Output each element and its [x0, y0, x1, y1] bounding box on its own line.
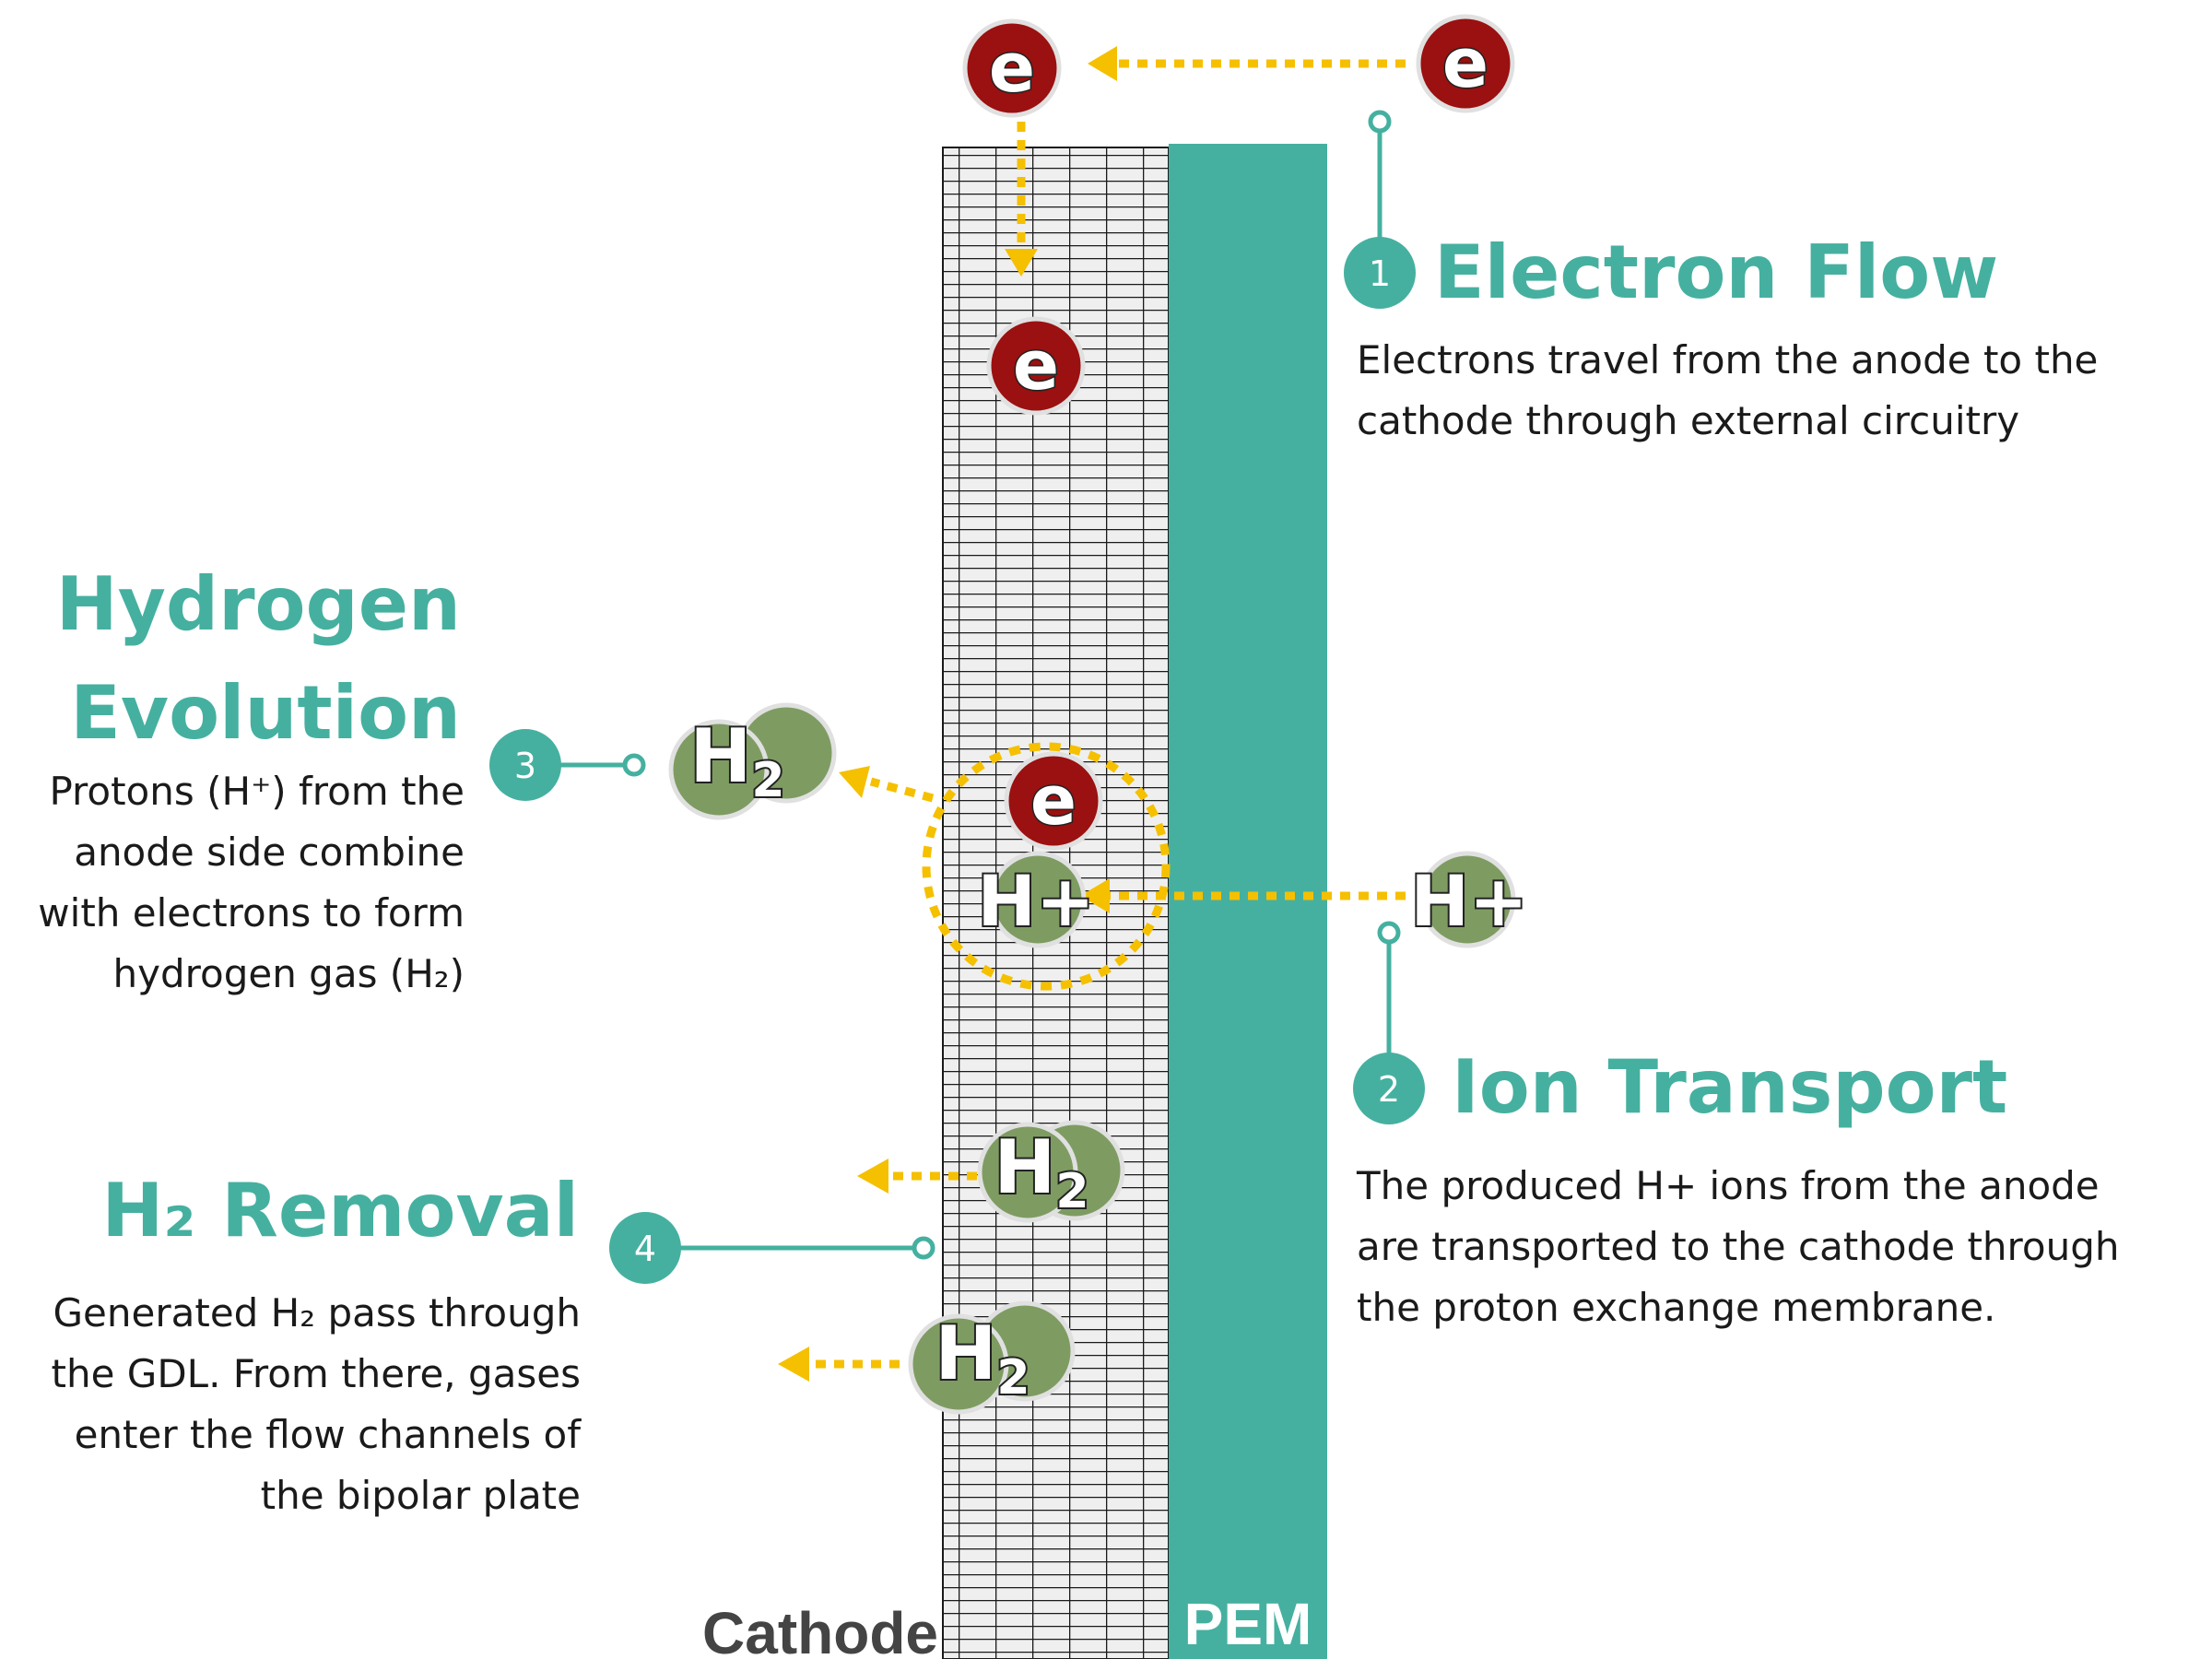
electron-flow-arrow-down	[1005, 122, 1038, 276]
hydrogen-release-arrow	[839, 766, 935, 803]
proton-transport-arrow	[1080, 878, 1406, 913]
svg-text:H2: H2	[689, 713, 784, 808]
electron-circuit: e	[962, 18, 1062, 118]
pem-label: PEM	[1184, 1591, 1312, 1657]
step-badge-4: 4	[609, 1212, 681, 1284]
ion-transport-title: Ion Transport	[1452, 1044, 2008, 1130]
step-badge-2: 2	[1353, 1053, 1425, 1124]
svg-text:H+: H+	[977, 860, 1094, 942]
electron-reaction-site: e	[1004, 751, 1103, 851]
callout-3-connector	[560, 753, 646, 777]
svg-text:e: e	[1442, 24, 1488, 103]
hydrogen-evolution-description: Protons (H⁺) from the anode side combine…	[38, 769, 465, 996]
hydrogen-molecule-formed: H2	[668, 702, 837, 820]
svg-text:3: 3	[514, 746, 536, 786]
h2-removal-arrow-upper	[857, 1159, 977, 1194]
callout-1-connector	[1368, 110, 1392, 249]
hydrogen-evolution-title-line2: Evolution	[70, 670, 461, 756]
electron-anode-side: e	[1416, 14, 1515, 113]
h2-removal-description: Generated H₂ pass through the GDL. From …	[51, 1290, 582, 1518]
svg-text:H2: H2	[935, 1311, 1030, 1406]
cathode-label: Cathode	[702, 1600, 938, 1659]
svg-text:1: 1	[1369, 253, 1391, 294]
step-badge-3: 3	[489, 729, 561, 801]
svg-text:e: e	[989, 29, 1035, 108]
hydrogen-molecule-upper: H2	[977, 1120, 1125, 1223]
h2-removal-arrow-lower	[778, 1347, 900, 1382]
electron-flow-arrow-top	[1088, 46, 1406, 81]
svg-text:e: e	[1030, 761, 1077, 841]
svg-text:H2: H2	[994, 1124, 1088, 1219]
electron-flow-description: Electrons travel from the anode to the c…	[1357, 337, 2099, 443]
pem-membrane	[1169, 144, 1327, 1659]
callout-2-connector	[1377, 921, 1401, 1060]
hydrogen-molecule-lower: H2	[908, 1300, 1076, 1415]
svg-text:2: 2	[1378, 1069, 1400, 1110]
proton-reaction-site: H+	[975, 851, 1097, 948]
svg-text:4: 4	[634, 1229, 656, 1269]
svg-text:e: e	[1013, 326, 1059, 406]
ion-transport-description: The produced H+ ions from the anode are …	[1357, 1163, 2120, 1330]
callout-4-connector	[680, 1236, 935, 1260]
step-badge-1: 1	[1344, 237, 1416, 309]
h2-removal-title: H₂ Removal	[101, 1168, 579, 1253]
reaction-zone-outline	[922, 742, 1171, 991]
hydrogen-evolution-title-line1: Hydrogen	[55, 561, 461, 647]
electron-flow-title: Electron Flow	[1434, 229, 1999, 315]
svg-text:H+: H+	[1410, 860, 1527, 942]
proton-anode-side: H+	[1408, 851, 1530, 948]
electron-in-gdl: e	[986, 316, 1086, 416]
